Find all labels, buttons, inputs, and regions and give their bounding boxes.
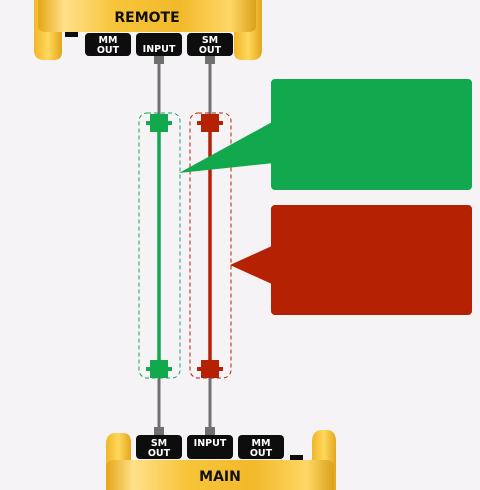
green-callout	[179, 79, 472, 190]
remote-port-sm-out[interactable]: SM OUT	[187, 33, 233, 56]
main-device: MAIN SM OUT INPUT MM OUT	[106, 430, 336, 490]
svg-text:OUT: OUT	[250, 448, 273, 459]
svg-text:SM: SM	[151, 438, 167, 449]
svg-text:OUT: OUT	[97, 45, 120, 56]
green-cable-bottom-connector	[146, 360, 172, 378]
red-cable-top-plug	[205, 56, 215, 64]
green-cable-top-connector	[146, 114, 172, 132]
main-port-input[interactable]: INPUT	[187, 435, 233, 459]
remote-device-notch	[65, 32, 78, 37]
svg-text:MM: MM	[252, 438, 271, 449]
svg-text:INPUT: INPUT	[143, 44, 176, 55]
green-cable	[138, 56, 181, 435]
red-cable	[189, 56, 232, 435]
red-cable-bottom-connector	[197, 360, 223, 378]
remote-port-mm-out[interactable]: MM OUT	[85, 33, 131, 56]
remote-port-input[interactable]: INPUT	[136, 33, 182, 56]
svg-text:OUT: OUT	[148, 448, 171, 459]
remote-device-body	[38, 0, 256, 32]
red-callout	[230, 205, 472, 315]
main-port-mm-out[interactable]: MM OUT	[238, 435, 284, 459]
red-callout-pointer	[230, 245, 274, 285]
main-device-notch	[290, 455, 303, 460]
green-callout-box	[271, 79, 472, 190]
red-callout-box	[271, 205, 472, 315]
red-cable-bottom-plug	[205, 427, 215, 435]
green-cable-bottom-plug	[154, 427, 164, 435]
remote-device-label: REMOTE	[114, 10, 179, 26]
svg-text:INPUT: INPUT	[194, 438, 227, 449]
svg-text:SM: SM	[202, 35, 218, 46]
green-callout-pointer	[179, 121, 274, 173]
main-port-sm-out[interactable]: SM OUT	[136, 435, 182, 459]
svg-text:MM: MM	[99, 35, 118, 46]
svg-text:OUT: OUT	[199, 45, 222, 56]
green-cable-top-plug	[154, 56, 164, 64]
main-device-body	[106, 460, 334, 490]
main-device-label: MAIN	[199, 469, 241, 485]
red-cable-top-connector	[197, 114, 223, 132]
remote-device: REMOTE MM OUT INPUT SM OUT	[34, 0, 262, 60]
